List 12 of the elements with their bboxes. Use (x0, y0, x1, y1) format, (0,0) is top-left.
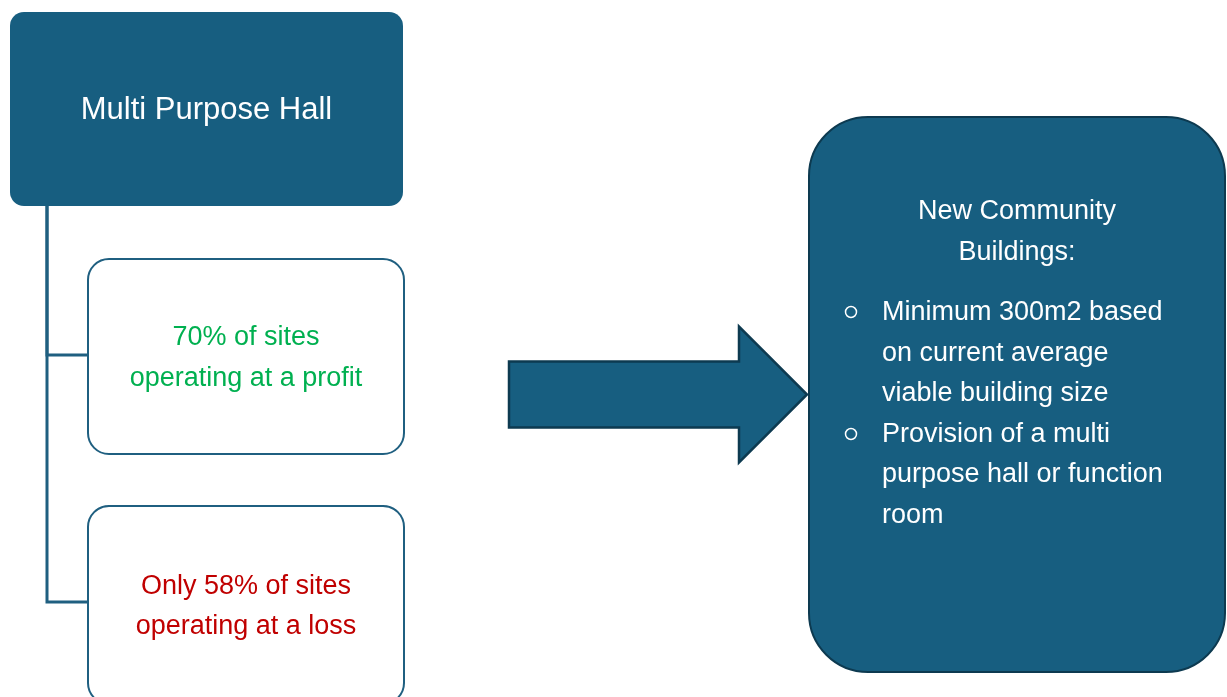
result-box (87, 258, 405, 455)
box-heading: New Community Buildings: (916, 194, 1117, 268)
bullet-text: Provision of a multi purpose hall or function room (882, 416, 1164, 531)
box-text: Only 58% of sites operating at a loss (134, 568, 358, 642)
connector-line (45, 206, 87, 604)
result-box (87, 505, 405, 697)
box-text: Multi Purpose Hall (79, 89, 334, 128)
bullet-text: Minimum 300m2 based on current average viable building size (882, 295, 1164, 409)
outcome-box (808, 116, 1226, 673)
box-text: 70% of sites operating at a profit (128, 320, 364, 394)
title-box (10, 12, 403, 206)
block-arrow (507, 323, 809, 466)
